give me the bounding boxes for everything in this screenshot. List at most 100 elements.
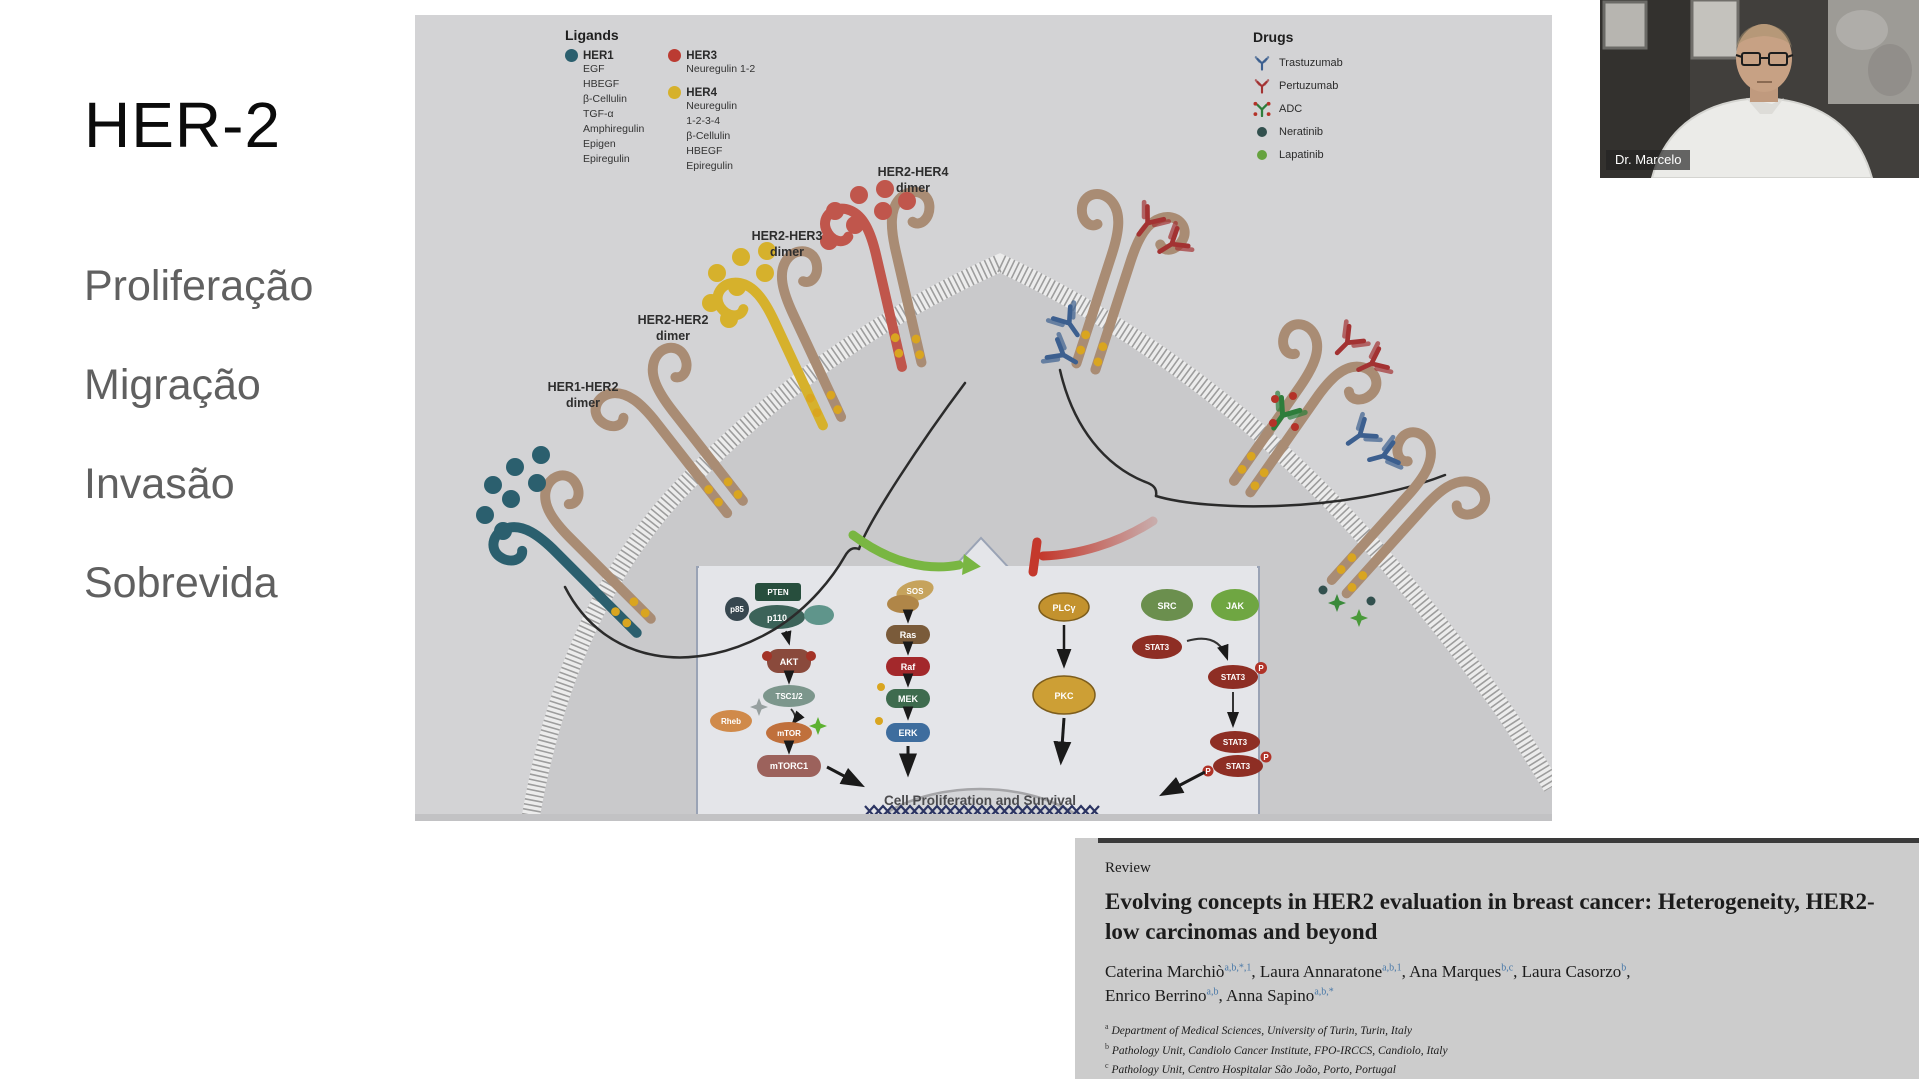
- node-stat3: STAT3: [1145, 643, 1170, 652]
- ligand-item: 1-2-3-4: [686, 115, 721, 127]
- label-her2-her4-sub: dimer: [896, 181, 930, 195]
- phospho-p: P: [1258, 664, 1264, 673]
- drug-adc: ADC: [1279, 102, 1303, 115]
- paper-article-type: Review: [1105, 860, 1151, 876]
- affiliation: c Pathology Unit, Centro Hospitalar São …: [1105, 1061, 1396, 1077]
- label-her1-her2: HER1-HER2: [548, 380, 619, 394]
- node-stat3-dimer-top: STAT3: [1223, 738, 1248, 747]
- node-p85: p85: [730, 605, 744, 614]
- author: Caterina Marchiòa,b,*,1,: [1105, 961, 1260, 981]
- ligand-item: Neuregulin 1-2: [686, 63, 756, 75]
- pertuzumab-antibody-icon: [1253, 77, 1271, 94]
- node-plcg: PLCγ: [1052, 603, 1075, 613]
- ligand-item: HBEGF: [583, 78, 620, 90]
- cell-membrane-lipids: [521, 253, 1552, 821]
- glasses-icon: [1735, 52, 1794, 66]
- node-mtor: mTOR: [777, 729, 801, 738]
- ligands-legend: Ligands HER1 EGF HBEGF β-Cellulin TGF-α …: [565, 27, 755, 174]
- her1-dot-icon: [565, 49, 578, 62]
- phospho-p-3: P: [1263, 753, 1269, 762]
- ligand-item: TGF-α: [583, 108, 614, 120]
- ligand-item: EGF: [583, 63, 605, 75]
- paper-citation-card: Review Evolving concepts in HER2 evaluat…: [1075, 838, 1919, 1079]
- node-src: SRC: [1157, 601, 1177, 611]
- ligand-item: Amphiregulin: [583, 123, 645, 135]
- node-pten: PTEN: [767, 588, 789, 597]
- label-her2-her3-sub: dimer: [770, 245, 804, 259]
- her3-ligand-dots: [702, 242, 776, 328]
- her4-name: HER4: [686, 86, 717, 99]
- label-her1-her2-sub: dimer: [566, 396, 600, 410]
- ligand-item: Neuregulin: [686, 100, 738, 112]
- drugs-legend: Drugs Trastuzumab Pertuzumab ADC: [1253, 29, 1343, 166]
- paper-affiliations: a Department of Medical Sciences, Univer…: [1105, 1021, 1895, 1079]
- drugs-heading: Drugs: [1253, 29, 1294, 45]
- presenter-portrait: [1600, 0, 1919, 178]
- phospho-p-2: P: [1205, 767, 1211, 776]
- lapatinib-dot-icon: [1253, 149, 1271, 160]
- ligand-item: β-Cellulin: [686, 130, 731, 142]
- grouping-braces: [563, 368, 1447, 659]
- slide-bullet-list: Proliferação Migração Invasão Sobrevida: [84, 262, 313, 658]
- node-stat3-dimer-bottom: STAT3: [1226, 762, 1251, 771]
- pathway-mapk: SOS Ras Raf MEK ERK: [875, 580, 934, 778]
- her4-ligand-dots: [820, 180, 916, 250]
- ligands-heading: Ligands: [565, 27, 619, 43]
- paper-title: Evolving concepts in HER2 evaluation in …: [1105, 889, 1875, 945]
- node-mtorc1: mTORC1: [770, 761, 808, 771]
- node-jak: JAK: [1226, 601, 1245, 611]
- ligand-item: Epiregulin: [686, 160, 733, 172]
- her3-dot-icon: [668, 49, 682, 62]
- ligand-item: Epigen: [583, 138, 616, 150]
- node-ras: Ras: [900, 630, 917, 640]
- her4-dot-icon: [668, 86, 682, 99]
- label-her2-her2-sub: dimer: [656, 329, 690, 343]
- affiliation: a Department of Medical Sciences, Univer…: [1105, 1022, 1412, 1037]
- node-erk: ERK: [898, 728, 918, 738]
- pathway-pi3k-akt-mtor: p85 PTEN p110 AKT TSC1/2 Rheb mTOR: [710, 583, 865, 788]
- node-tsc12: TSC1/2: [775, 692, 803, 701]
- trastuzumab-antibody-icon: [1253, 54, 1271, 71]
- adc-antibody-icon: [1253, 100, 1271, 117]
- author: Laura Casorzob,: [1521, 961, 1631, 981]
- label-her2-her3: HER2-HER3: [752, 229, 823, 243]
- author: Laura Annaratonea,b,1,: [1259, 961, 1410, 981]
- tki-molecules: [1318, 585, 1376, 627]
- bullet-invasao: Invasão: [84, 460, 235, 508]
- node-sos: SOS: [907, 587, 925, 596]
- paper-top-rule: [1098, 838, 1919, 843]
- ligand-item: HBEGF: [686, 145, 723, 157]
- label-her2-her2: HER2-HER2: [638, 313, 709, 327]
- presenter-name-badge: Dr. Marcelo: [1606, 150, 1691, 170]
- drug-pertuzumab: Pertuzumab: [1279, 79, 1339, 92]
- her3-ligand-group: HER3 Neuregulin 1-2: [668, 49, 755, 77]
- her1-name: HER1: [583, 49, 614, 62]
- inhibition-bar: [1028, 516, 1158, 577]
- diagram-canvas: Cell Proliferation and Survival p85 PTEN…: [476, 165, 1552, 821]
- drug-trastuzumab: Trastuzumab: [1279, 56, 1343, 69]
- author: Ana Marquesb,c,: [1409, 961, 1522, 981]
- pathway-plc-pkc: PLCγ PKC: [1032, 592, 1096, 766]
- her2-signaling-diagram: Cell Proliferation and Survival p85 PTEN…: [415, 15, 1552, 821]
- neratinib-dot-icon: [1253, 126, 1271, 137]
- node-stat3-phospho: STAT3: [1221, 673, 1246, 682]
- slide-title: HER-2: [84, 89, 282, 161]
- ligand-item: Epiregulin: [583, 153, 630, 165]
- label-her2-her4: HER2-HER4: [878, 165, 949, 179]
- node-akt: AKT: [780, 657, 799, 667]
- author: Anna Sapinoa,b,*: [1226, 986, 1334, 1006]
- bullet-sobrevida: Sobrevida: [84, 559, 278, 607]
- paper-authors: Caterina Marchiòa,b,*,1, Laura Annaraton…: [1105, 960, 1895, 1009]
- her1-ligand-group: HER1 EGF HBEGF β-Cellulin TGF-α Amphireg…: [565, 49, 644, 174]
- affiliation: b Pathology Unit, Candiolo Cancer Instit…: [1105, 1041, 1448, 1057]
- bullet-migracao: Migração: [84, 361, 261, 409]
- presenter-video: Dr. Marcelo: [1600, 0, 1919, 178]
- drug-neratinib: Neratinib: [1279, 125, 1324, 138]
- bullet-proliferacao: Proliferação: [84, 262, 314, 310]
- ligand-item: β-Cellulin: [583, 93, 627, 105]
- activation-arrow: [848, 530, 981, 575]
- adc-antibody: [1260, 392, 1305, 438]
- wall-frame-left: [1602, 0, 1648, 50]
- her1-ligand-dots: [476, 446, 550, 540]
